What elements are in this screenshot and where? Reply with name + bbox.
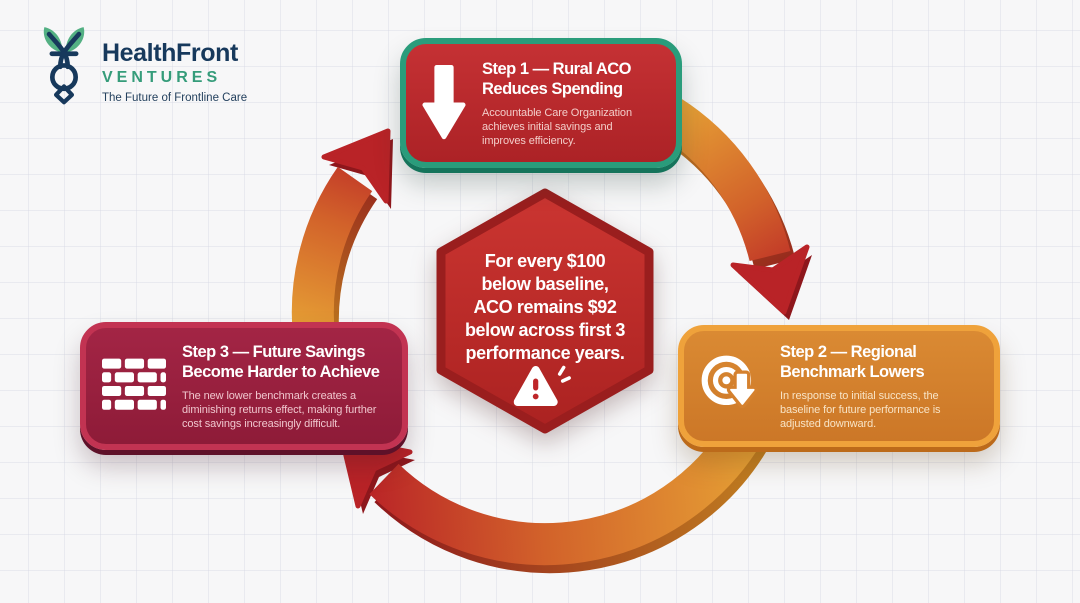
step-1-title: Step 1 — Rural ACO Reduces Spending: [482, 59, 631, 99]
step-2-description: In response to initial success, the base…: [780, 389, 941, 430]
brand-name: HealthFront: [102, 39, 238, 67]
brick-wall-icon: [102, 358, 166, 414]
arrow-down-icon: [422, 64, 466, 142]
step-3-description: The new lower benchmark creates a dimini…: [182, 389, 377, 430]
step-3-card: Step 3 — Future Savings Become Harder to…: [80, 322, 408, 450]
step-2-card: Step 2 — Regional Benchmark Lowers In re…: [678, 325, 1000, 447]
brand-logo: HealthFront VENTURES The Future of Front…: [36, 22, 247, 111]
arrow-step3-to-step1: [291, 128, 391, 339]
step-2-title: Step 2 — Regional Benchmark Lowers: [780, 342, 925, 382]
center-callout-text: For every $100 below baseline, ACO remai…: [464, 251, 626, 363]
step-3-title: Step 3 — Future Savings Become Harder to…: [182, 342, 380, 382]
brand-logo-icon: [36, 22, 92, 111]
center-callout: For every $100 below baseline, ACO remai…: [432, 188, 658, 434]
step-1-card: Step 1 — Rural ACO Reduces Spending Acco…: [400, 38, 682, 168]
brand-tagline: The Future of Frontline Care: [102, 92, 248, 104]
target-arrow-icon: [700, 354, 764, 418]
warning-triangle-icon: [513, 365, 571, 406]
step-1-description: Accountable Care Organization achieves i…: [482, 106, 632, 147]
hexagon-shape: [436, 188, 654, 434]
arrow-step1-to-step2: [656, 97, 810, 315]
brand-division: VENTURES: [102, 69, 222, 86]
